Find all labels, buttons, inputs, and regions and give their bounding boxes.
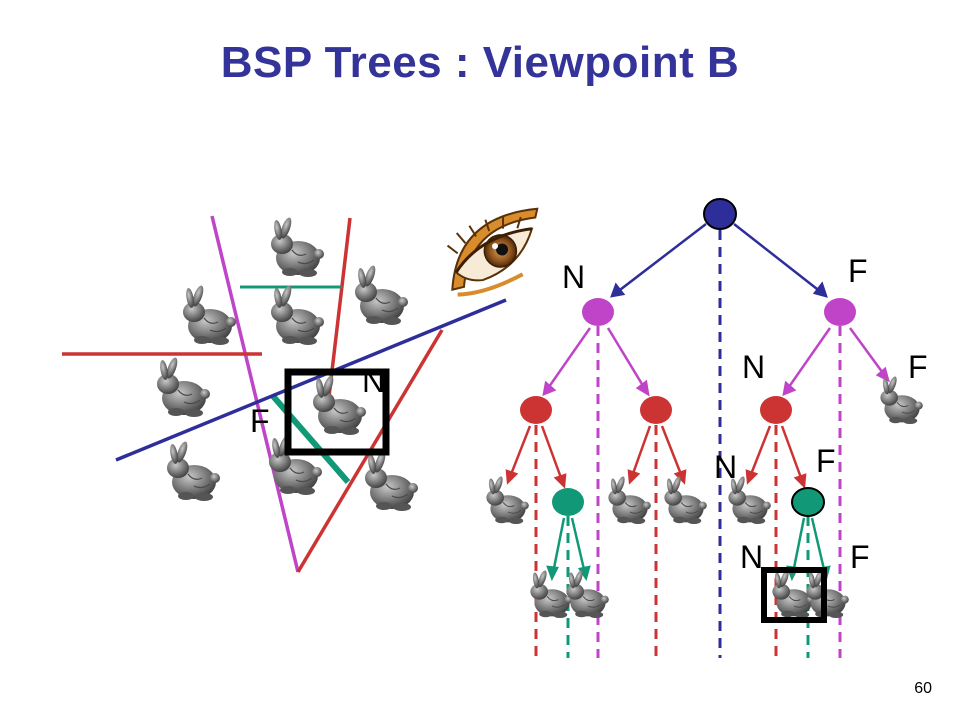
bunny-icon [663, 474, 708, 525]
tree-label-right-far: F [908, 349, 928, 385]
bunny-icon [270, 215, 325, 278]
bunny-icon [364, 449, 419, 512]
tree-highlight-box [761, 567, 827, 623]
bunny-icon [312, 373, 367, 436]
tree-label-green-near: N [740, 539, 763, 575]
bunny-icon [182, 283, 237, 346]
tree-node-magenta-right [824, 298, 856, 326]
tree-node-red-3 [760, 396, 792, 424]
tree-edge [606, 327, 650, 395]
tree-edge [542, 327, 592, 395]
bunny-icon [270, 283, 325, 346]
bunny-icon [354, 263, 409, 326]
bunny-icon [166, 439, 221, 502]
tree-node-root [703, 198, 737, 230]
root-split-line [115, 298, 507, 462]
tree-node-red-2 [640, 396, 672, 424]
bunny-icon [156, 355, 211, 418]
bsp-tree: N F N F N F N F [485, 198, 928, 658]
tree-label-root-near: N [562, 259, 585, 295]
scene-label-near: N [362, 363, 385, 399]
tree-edge [611, 223, 707, 297]
page-title: BSP Trees : Viewpoint B [220, 38, 740, 87]
tree-label-root-far: F [848, 253, 868, 289]
tree-node-red-1 [520, 396, 552, 424]
tree-node-magenta-left [582, 298, 614, 326]
eye-icon [446, 207, 539, 297]
highlight-box [284, 368, 390, 456]
tree-label-right-near: N [742, 349, 765, 385]
tree-node-green-1 [552, 488, 584, 516]
scene-label-far: F [250, 403, 270, 439]
tree-label-red-far: F [816, 443, 836, 479]
tree-node-green-2 [791, 487, 825, 517]
tree-label-red-near: N [714, 449, 737, 485]
magenta-split-line [210, 215, 300, 573]
page-number: 60 [914, 680, 932, 697]
tree-label-green-far: F [850, 539, 870, 575]
tree-edge [733, 223, 827, 297]
tree-edge [782, 327, 832, 395]
